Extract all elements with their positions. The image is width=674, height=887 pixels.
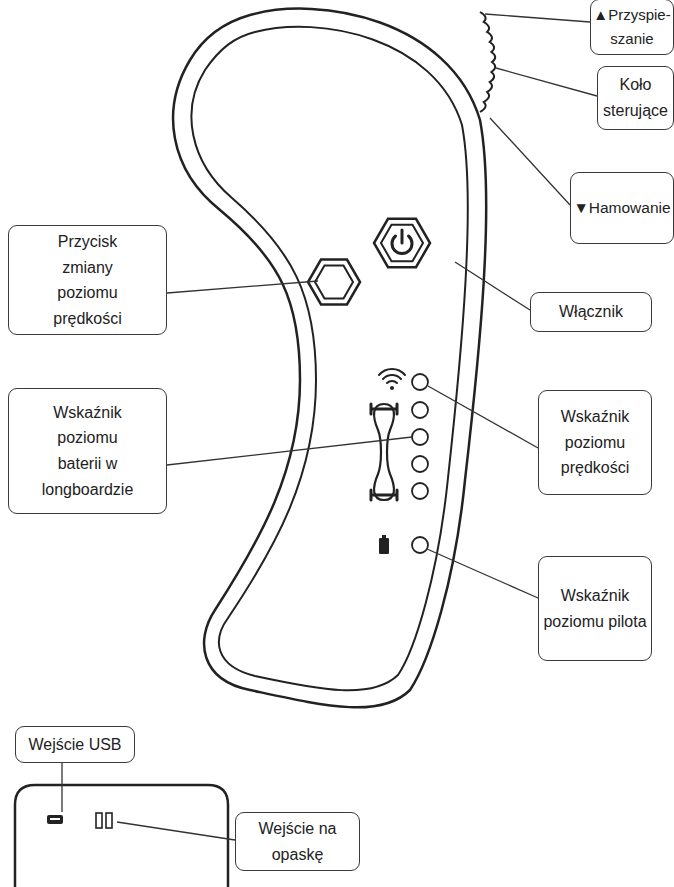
- callout-box: ▲Przyspie- szanie: [590, 0, 674, 55]
- leader-line: [485, 14, 590, 22]
- callout-label: Wskaźnik poziomu pilota: [543, 583, 647, 634]
- longboard-icon: [371, 404, 397, 500]
- callout-box: Wejście USB: [15, 726, 135, 763]
- bottom-view: [15, 785, 228, 887]
- leader-line: [167, 281, 318, 293]
- control-wheel: [480, 12, 495, 112]
- speed-led: [412, 374, 428, 390]
- leader-line: [61, 763, 62, 812]
- callout-label: Wejście USB: [28, 732, 121, 758]
- board-led: [412, 429, 428, 445]
- speed-button-inner: [315, 266, 353, 299]
- leader-line: [427, 549, 538, 598]
- board-deck: [374, 404, 394, 500]
- callout-box: Wskaźnik poziomu baterii w longboardzie: [8, 388, 167, 514]
- leader-line: [490, 118, 570, 205]
- callout-box: Wejście na opaskę: [235, 812, 360, 871]
- wifi-icon: [379, 369, 405, 390]
- callout-label: ▼Hamowanie: [573, 196, 670, 221]
- leader-line: [117, 822, 235, 840]
- remote-bottom-outline: [15, 785, 228, 887]
- callout-label: Wskaźnik poziomu prędkości: [543, 404, 647, 481]
- battery-icon: [379, 535, 389, 554]
- remote-body: [173, 9, 486, 708]
- callout-box: ▼Hamowanie: [570, 172, 674, 244]
- leader-line: [428, 386, 538, 448]
- speed-button: [308, 260, 360, 305]
- battery-cap: [382, 535, 386, 538]
- strap-slot: [96, 813, 102, 828]
- callout-box: Koło sterujące: [597, 66, 674, 130]
- usb-port-inner: [50, 818, 60, 820]
- callout-label: Koło sterujące: [600, 72, 671, 123]
- remote-outer-outline: [173, 9, 486, 708]
- board-led: [412, 402, 428, 418]
- battery-body: [379, 538, 389, 554]
- callout-label: Wejście na opaskę: [246, 816, 350, 867]
- callout-label: ▲Przyspie- szanie: [593, 3, 671, 51]
- board-led: [412, 483, 428, 499]
- callout-label: Przycisk zmiany poziomu prędkości: [36, 229, 140, 331]
- strap-slot: [106, 813, 112, 828]
- callout-box: Wskaźnik poziomu pilota: [538, 556, 652, 661]
- wheel-knurling: [480, 12, 495, 112]
- wifi-dot: [390, 386, 394, 390]
- power-button-inner: [381, 225, 423, 261]
- power-button: [374, 219, 430, 267]
- callout-box: Wskaźnik poziomu prędkości: [538, 390, 652, 495]
- callout-label: Wskaźnik poziomu baterii w longboardzie: [36, 400, 140, 502]
- indicator-leds: [412, 374, 428, 553]
- callout-box: Przycisk zmiany poziomu prędkości: [8, 225, 167, 335]
- board-wheels: [371, 404, 397, 500]
- remote-inner-outline: [191, 27, 467, 691]
- speed-button-outer: [308, 260, 360, 305]
- callout-box: Włącznik: [530, 292, 652, 332]
- leader-line: [496, 68, 597, 96]
- power-symbol: [392, 230, 412, 254]
- leader-line: [455, 262, 530, 310]
- callout-label: Włącznik: [559, 299, 623, 325]
- power-button-outer: [374, 219, 430, 267]
- wifi-arcs: [379, 369, 405, 383]
- board-led: [412, 456, 428, 472]
- usb-port: [47, 815, 63, 824]
- remote-battery-led: [412, 537, 428, 553]
- leader-line: [167, 437, 412, 465]
